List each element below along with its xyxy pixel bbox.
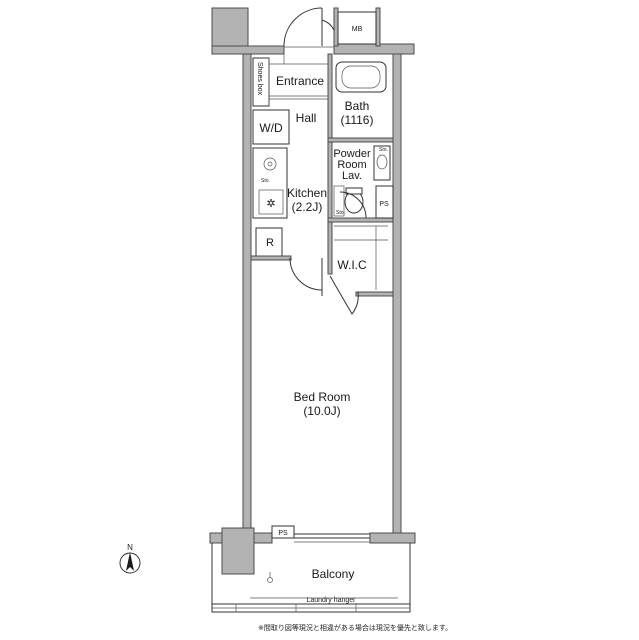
shoes-box-label: Shoes box (256, 62, 263, 96)
mb-cabinet (337, 11, 377, 45)
powder-room-label-3: Lav. (342, 170, 362, 182)
wd-space (252, 109, 290, 145)
laundry-hanger-label: Laundry hanger (306, 597, 356, 604)
refrigerator-label: R (266, 237, 274, 249)
drain-icon (267, 577, 273, 583)
left-wall (242, 53, 252, 535)
refrigerator (255, 227, 283, 257)
ps-shaft (375, 185, 394, 219)
mb-label: MB (352, 26, 363, 33)
stove-icon (258, 189, 284, 215)
mb-wall-left (333, 7, 339, 47)
compass-north-label: N (127, 543, 133, 552)
hall-label: Hall (296, 111, 317, 125)
entrance-label: Entrance (276, 74, 324, 88)
sto-label-toilet: Sto. (336, 210, 345, 216)
bedroom-label: Bed Room (294, 390, 351, 404)
entrance-door-swing[interactable] (283, 7, 323, 47)
kitchen-sink-icon (263, 157, 277, 171)
powder-door-swing[interactable] (339, 191, 367, 219)
powder-room-label-2: Room (337, 159, 366, 171)
compass-arrow-icon (126, 552, 134, 571)
powder-room-label-1: Powder (333, 148, 371, 160)
powder-wall-bottom (327, 217, 394, 223)
bedroom-door-swing[interactable] (289, 257, 323, 291)
right-wall (392, 53, 402, 535)
bath-wall-left (327, 53, 333, 141)
sto-label-kitchen: Sto. (261, 178, 270, 184)
wic-door-swing[interactable] (329, 275, 359, 315)
bedroom-size-label: (10.0J) (303, 404, 340, 418)
wic-wall-bottom (355, 291, 394, 297)
ps-bottom (271, 525, 295, 539)
top-wall-left (211, 45, 285, 55)
sto-label-bath: Sto. (379, 147, 388, 153)
mb-wall-right (375, 7, 381, 47)
stove-symbol: ✲ (266, 198, 275, 210)
powder-wall-left (327, 141, 333, 223)
bottom-wall-right (369, 532, 416, 544)
sink-icon (376, 154, 388, 170)
bath-label: Bath (345, 99, 370, 113)
kitchen-size-label: (2.2J) (292, 200, 323, 214)
footer-note: ※間取り図等現況と相違がある場合は現況を優先と致します。 (258, 624, 453, 632)
bath-wall-bottom (327, 137, 394, 143)
kitchen-label: Kitchen (287, 186, 327, 200)
ps-label-shaft: PS (379, 201, 389, 208)
bathtub (335, 61, 387, 93)
balcony-label: Balcony (312, 567, 355, 581)
bath-size-label: (1116) (341, 113, 374, 127)
sink-cabinet (373, 145, 391, 181)
ps-label-bottom: PS (278, 530, 288, 537)
wic-label: W.I.C (337, 258, 367, 272)
wd-label: W/D (259, 121, 283, 135)
wic-wall-left (327, 221, 333, 275)
balcony-pillar (221, 527, 255, 575)
kitchen-wall-bottom (250, 255, 292, 261)
top-wall-right (333, 43, 415, 55)
